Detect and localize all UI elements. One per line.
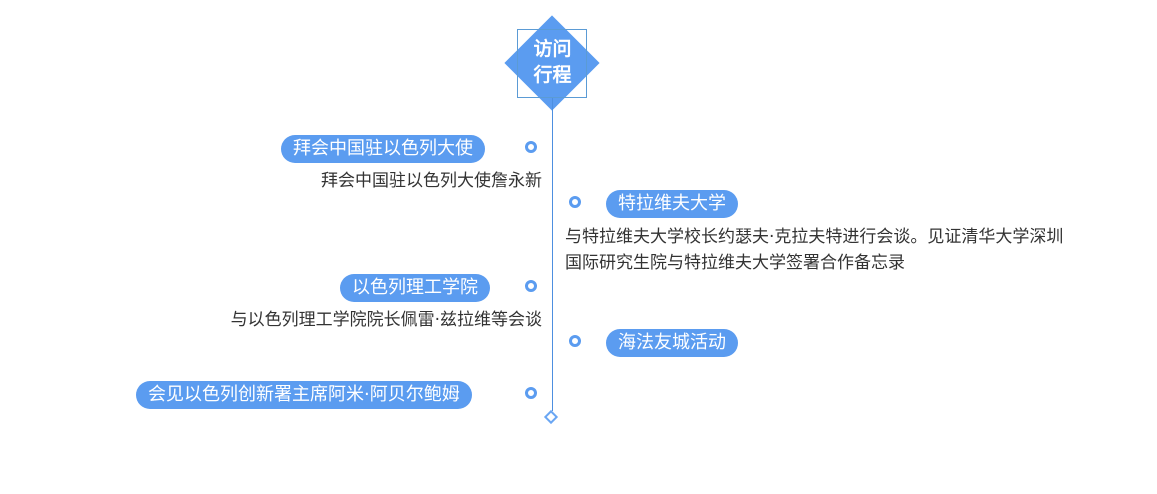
timeline-dot: [569, 196, 581, 208]
topic-tel-aviv-university-desc-line1: 与特拉维夫大学校长约瑟夫·克拉夫特进行会谈。见证清华大学深圳: [565, 227, 1064, 247]
topic-embassy-visit-desc: 拜会中国驻以色列大使詹永新: [321, 171, 542, 191]
timeline-dot: [569, 335, 581, 347]
timeline-dot: [525, 141, 537, 153]
root-node-frame[interactable]: [517, 29, 587, 98]
topic-embassy-visit[interactable]: 拜会中国驻以色列大使: [281, 135, 485, 163]
root-title: 访问 行程: [517, 36, 588, 88]
root-title-line1: 访问: [533, 38, 572, 60]
topic-innovation-authority[interactable]: 会见以色列创新署主席阿米·阿贝尔鲍姆: [136, 381, 472, 409]
topic-tel-aviv-university-desc-line2: 国际研究生院与特拉维夫大学签署合作备忘录: [565, 253, 905, 273]
timeline-axis: [552, 98, 553, 411]
timeline-end-diamond: [543, 409, 559, 425]
topic-haifa-sister-city[interactable]: 海法友城活动: [606, 329, 738, 357]
topic-technion-desc: 与以色列理工学院院长佩雷·兹拉维等会谈: [230, 310, 542, 330]
topic-technion[interactable]: 以色列理工学院: [340, 274, 490, 302]
topic-tel-aviv-university-desc: 与特拉维夫大学校长约瑟夫·克拉夫特进行会谈。见证清华大学深圳 国际研究生院与特拉…: [565, 224, 1063, 276]
root-title-line2: 行程: [533, 64, 572, 86]
timeline-dot: [525, 280, 537, 292]
timeline-dot: [525, 387, 537, 399]
topic-tel-aviv-university[interactable]: 特拉维夫大学: [606, 190, 738, 218]
